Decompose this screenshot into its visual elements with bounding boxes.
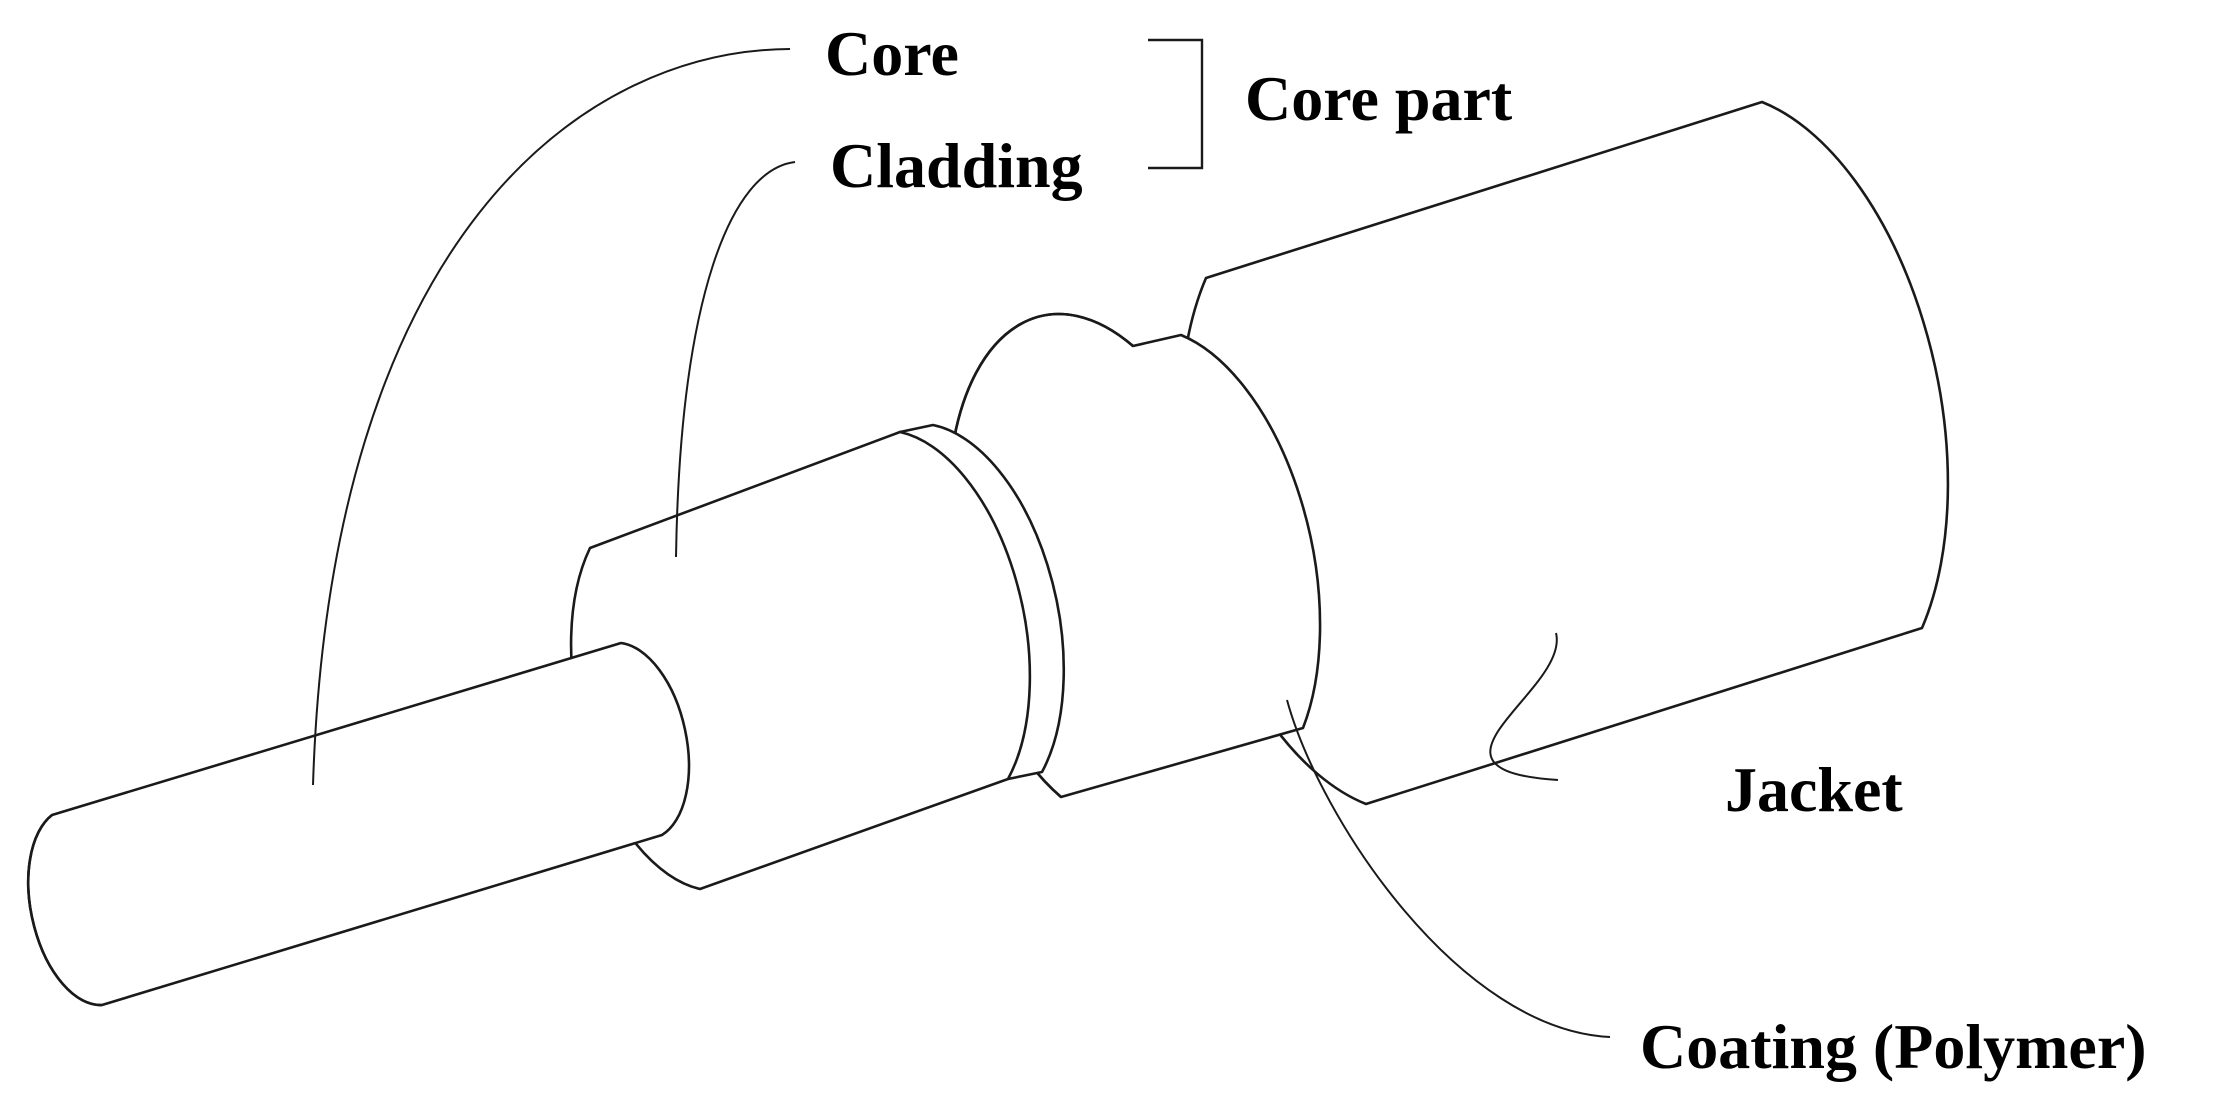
coating-leader-line <box>1286 699 1611 1038</box>
core-end-face-edge <box>27 813 103 1007</box>
jacket-label: Jacket <box>1725 754 1903 825</box>
coating-label: Coating (Polymer) <box>1640 1011 2147 1082</box>
cladding-leader-line <box>675 161 796 558</box>
core-body <box>27 641 691 1007</box>
cladding-label: Cladding <box>830 130 1083 201</box>
core-leader-line <box>312 48 791 786</box>
core-part-label: Core part <box>1245 63 1513 134</box>
core-label: Core <box>825 18 959 89</box>
jacket-leader-line <box>1489 632 1559 781</box>
core-part-bracket <box>1148 38 1204 170</box>
core-layer <box>27 641 691 1007</box>
